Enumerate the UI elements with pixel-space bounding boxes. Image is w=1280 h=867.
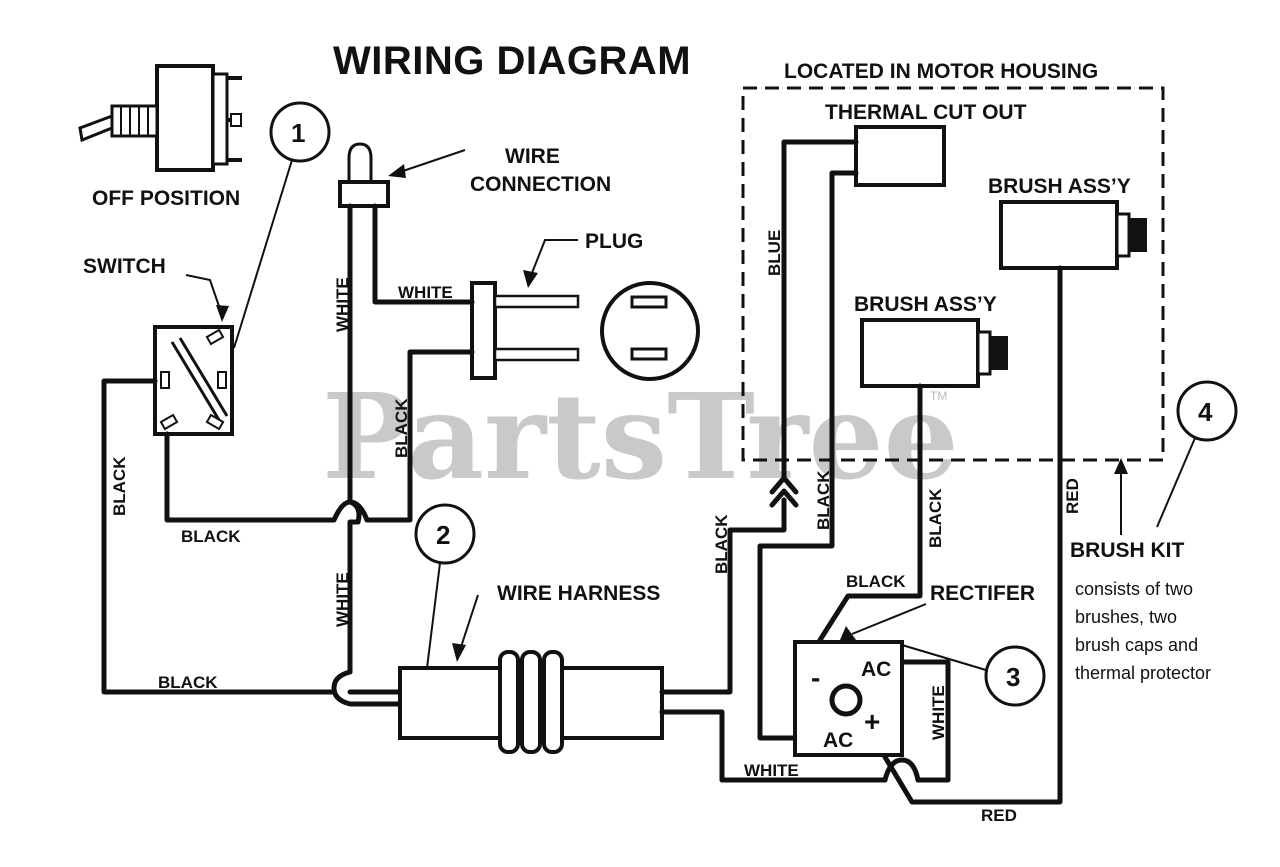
callout-4-number: 4 [1198, 397, 1213, 427]
toggle-switch-icon [78, 64, 242, 172]
brush-kit-desc-3: brush caps and [1075, 635, 1198, 655]
label-black-thermal: BLACK [814, 470, 833, 530]
wire-harness-label: WIRE HARNESS [497, 582, 660, 605]
brush-kit-label: BRUSH KIT [1070, 539, 1185, 562]
plug [470, 281, 700, 381]
label-black-switch-bottom: BLACK [181, 527, 241, 546]
callout-4-leader [1156, 437, 1196, 528]
watermark: PartsTree [322, 367, 959, 506]
label-white-upper: WHITE [333, 277, 352, 332]
wire-black-switch-left [101, 378, 337, 695]
brush-kit-desc-1: consists of two [1075, 579, 1193, 599]
callout-1-number: 1 [291, 118, 305, 148]
wire-black-thermal [757, 170, 859, 741]
wire-white-rectifier [659, 659, 951, 783]
watermark-tm: TM [930, 389, 947, 403]
label-white-rectifier: WHITE [929, 685, 948, 740]
wire-connector-chevron-2 [769, 488, 799, 508]
rectifier-ac-bottom: AC [823, 729, 853, 752]
callout-3-number: 3 [1006, 662, 1020, 692]
rectifier-minus: - [811, 662, 820, 693]
wire-black-brush [817, 383, 923, 643]
label-white-bottom: WHITE [744, 761, 799, 780]
brush-assy-lower [860, 318, 1008, 388]
switch [153, 325, 234, 436]
switch-arrow [185, 274, 223, 316]
label-black-bottom: BLACK [158, 673, 218, 692]
callout-2-leader [426, 562, 441, 669]
callout-1 [269, 101, 331, 163]
label-white-lower: WHITE [333, 572, 352, 627]
brush-assy-label-lower: BRUSH ASS’Y [854, 293, 997, 316]
wire-blue [781, 139, 859, 481]
label-white-plug: WHITE [398, 283, 453, 302]
thermal-cut-out [854, 125, 946, 187]
off-position-label: OFF POSITION [92, 187, 240, 210]
brush-assy-upper [999, 200, 1147, 270]
wire-connector [338, 142, 390, 208]
label-red-vertical: RED [1063, 478, 1082, 514]
wire-harness [398, 650, 664, 754]
brush-kit-desc-2: brushes, two [1075, 607, 1177, 627]
switch-label: SWITCH [83, 255, 166, 278]
thermal-cut-out-label: THERMAL CUT OUT [825, 101, 1027, 124]
diagram-title: WIRING DIAGRAM [333, 39, 691, 83]
wire-black-switch-bottom [164, 431, 370, 523]
rectifier-label: RECTIFER [930, 582, 1035, 605]
callout-4 [1176, 380, 1238, 442]
wire-white-to-harness [331, 669, 403, 707]
plug-arrow [529, 239, 578, 279]
wire-black-harness-out [659, 497, 787, 695]
rectifier [793, 640, 904, 757]
label-black-switch-left: BLACK [110, 456, 129, 516]
callout-2 [414, 503, 476, 565]
label-black-rectifier: BLACK [846, 572, 906, 591]
plug-label: PLUG [585, 230, 643, 253]
wire-white-to-plug [372, 203, 475, 305]
motor-housing-box [741, 86, 1165, 462]
callout-3-leader [901, 644, 987, 671]
label-black-harness: BLACK [712, 514, 731, 574]
label-black-plug: BLACK [392, 398, 411, 458]
callout-1-leader [233, 159, 293, 349]
brush-kit-desc-4: thermal protector [1075, 663, 1211, 683]
rectifier-plus: + [864, 706, 880, 737]
label-black-brush: BLACK [926, 488, 945, 548]
wire-harness-arrow [459, 594, 479, 651]
wire-connection-arrow [399, 149, 466, 173]
callout-2-number: 2 [436, 520, 450, 550]
motor-housing-label: LOCATED IN MOTOR HOUSING [784, 60, 1098, 83]
brush-assy-label-upper: BRUSH ASS’Y [988, 175, 1131, 198]
wire-connection-label-1: WIRE [505, 145, 560, 168]
wire-connection-label-2: CONNECTION [470, 173, 611, 196]
wire-black-plug [364, 349, 475, 523]
callout-3 [984, 645, 1046, 707]
rectifier-arrow [851, 603, 927, 635]
label-blue: BLUE [765, 230, 784, 276]
label-red-bottom: RED [981, 806, 1017, 825]
rectifier-ac-top: AC [861, 658, 891, 681]
